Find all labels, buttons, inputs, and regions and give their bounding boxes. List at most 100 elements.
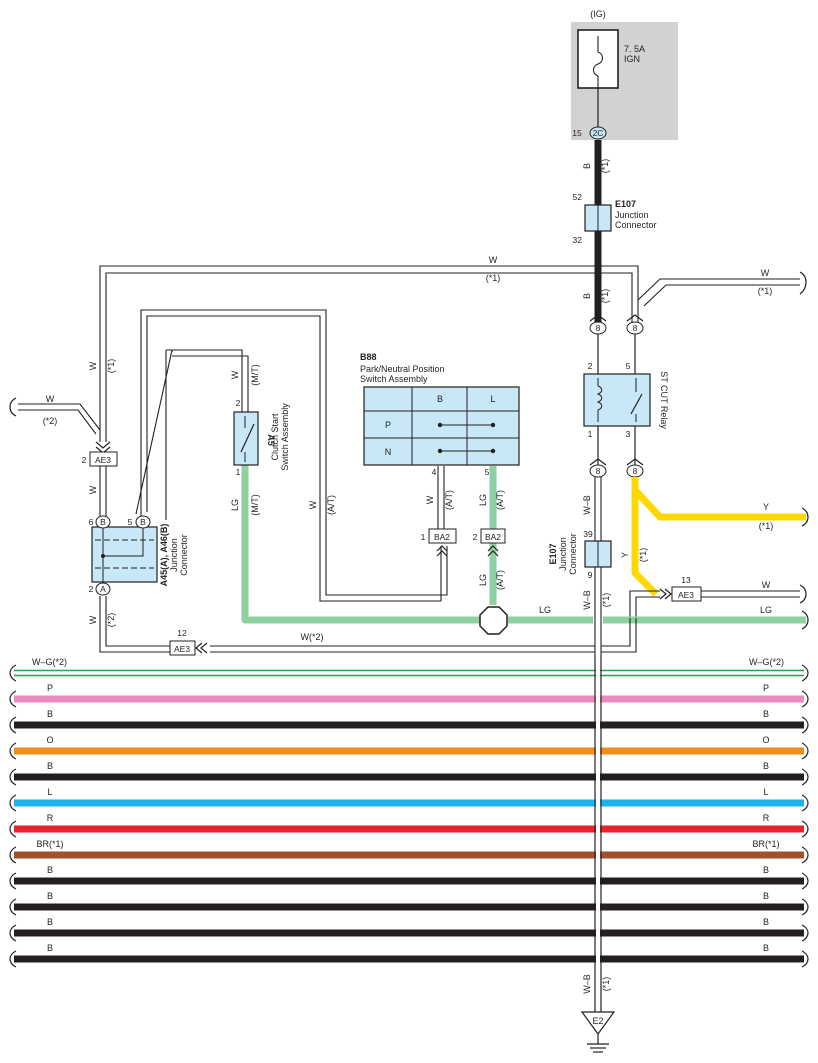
break-mark	[9, 716, 17, 734]
svg-text:BA2: BA2	[434, 532, 450, 542]
clutch-lg-color: LG	[230, 499, 240, 511]
bus-label-right: B	[763, 865, 769, 875]
ba2-lg-lower-note: (A/T)	[495, 570, 505, 590]
relay-pin-1: 1	[588, 429, 593, 439]
junction-left-name2: Connector	[179, 534, 189, 576]
bus-label-left: P	[47, 683, 53, 693]
switch-col-b: B	[437, 394, 443, 404]
fuse-source-label: (IG)	[590, 9, 606, 19]
break-mark-w-right	[799, 584, 807, 604]
break-mark	[801, 742, 809, 760]
ba2-w-color: W	[425, 495, 435, 504]
bus-line: BR(*1)BR(*1)	[9, 839, 809, 864]
junction-mid-pin-in: 39	[583, 529, 593, 539]
svg-text:B: B	[100, 517, 106, 527]
junction-left-pin6: 6	[89, 517, 94, 527]
break-mark-left	[9, 397, 17, 417]
left-w-wire	[18, 403, 101, 435]
break-mark	[801, 950, 809, 968]
switch-name2: Switch Assembly	[360, 374, 428, 384]
bus-label-left: W–G(*2)	[32, 657, 67, 667]
clutch-id: A5	[266, 434, 276, 446]
bus-label-right: B	[763, 917, 769, 927]
break-mark	[9, 690, 17, 708]
wire-w-at-note: (A/T)	[326, 495, 336, 515]
break-mark	[801, 898, 809, 916]
junction-left-id: A45(A), A46(B)	[159, 524, 169, 587]
break-mark	[9, 924, 17, 942]
bus-label-right: O	[762, 735, 769, 745]
bus-label-left: BR(*1)	[36, 839, 63, 849]
junction-connector-left: B B A 6 5 2 A45(A), A46(B) Junction Conn…	[89, 515, 189, 596]
break-mark	[801, 794, 809, 812]
wire-w-at	[140, 309, 448, 602]
bus-label-left: B	[47, 709, 53, 719]
switch-name1: Park/Neutral Position	[360, 364, 445, 374]
ground-name: E2	[592, 1016, 603, 1026]
right-top-note: (*1)	[758, 286, 773, 296]
right-top-w-branch	[637, 278, 800, 307]
switch-col-l: L	[490, 394, 495, 404]
ae3-right-connector: AE3 13	[629, 575, 800, 618]
clutch-start-switch: 2 1 A5 Clutch Start Switch Assembly W (M…	[135, 349, 290, 520]
junction-left-name1: Junction	[169, 538, 179, 572]
wire-left-w-note: (*1)	[106, 359, 116, 374]
wire-top-color: B	[582, 163, 592, 169]
fuse-rating: 7. 5A	[624, 44, 645, 54]
clutch-w-color: W	[230, 370, 240, 379]
left-bottom-loop	[99, 596, 637, 653]
svg-text:BA2: BA2	[485, 532, 501, 542]
st-cut-relay: 2 5 1 3 ST CUT Relay	[583, 361, 669, 439]
switch-row-n: N	[385, 447, 392, 457]
ae3-top-connector: AE3 2	[82, 441, 118, 467]
right-top-color: W	[761, 268, 770, 278]
relay-pin-3: 3	[626, 429, 631, 439]
svg-text:A: A	[100, 584, 106, 594]
yellow-wire-note: (*1)	[638, 548, 648, 563]
switch-id: B88	[360, 352, 377, 362]
wire-wb-top-color: W–B	[582, 495, 592, 515]
junction-mid-id: E107	[548, 543, 558, 564]
ba2-lg-note: (A/T)	[495, 490, 505, 510]
switch-row-p: P	[385, 420, 391, 430]
ground-symbol: E2	[580, 1011, 616, 1053]
wire-mid-note: (*1)	[600, 289, 610, 304]
break-mark	[9, 794, 17, 812]
switch-pin-5: 5	[485, 467, 490, 477]
bus-label-left: R	[47, 813, 54, 823]
junction-connector-top: 52 32 E107 Junction Connector	[573, 192, 657, 245]
svg-text:8: 8	[596, 323, 601, 333]
ae3-bottom-wire-label: W(*2)	[301, 632, 324, 642]
ae3-bottom-pin: 12	[177, 628, 187, 638]
wire-top-note: (*1)	[600, 159, 610, 174]
fuse-block: (IG) 7. 5A IGN 2C 15	[571, 9, 678, 140]
clutch-name2: Switch Assembly	[280, 403, 290, 471]
svg-text:B: B	[140, 517, 146, 527]
left-wire-color: W	[46, 394, 55, 404]
relay-pin-2: 2	[588, 361, 593, 371]
wire-w-at-color: W	[308, 500, 318, 509]
junction-mid-name1: Junction	[558, 537, 568, 571]
lg-main-wire	[241, 465, 806, 624]
relay-connectors-bottom: 8 8	[589, 458, 644, 478]
break-mark	[9, 898, 17, 916]
break-mark	[9, 872, 17, 890]
ba2-pin-right: 2	[473, 532, 478, 542]
break-mark	[801, 924, 809, 942]
break-mark	[801, 820, 809, 838]
bus-label-left: L	[47, 787, 52, 797]
bus-label-left: B	[47, 917, 53, 927]
bus-label-left: O	[46, 735, 53, 745]
wire-wb-gap	[596, 655, 600, 1012]
ae3-right-pin: 13	[681, 575, 691, 585]
ba2-lg-color: LG	[478, 494, 488, 506]
svg-text:8: 8	[633, 466, 638, 476]
bus-label-right: L	[763, 787, 768, 797]
break-mark	[9, 846, 17, 864]
